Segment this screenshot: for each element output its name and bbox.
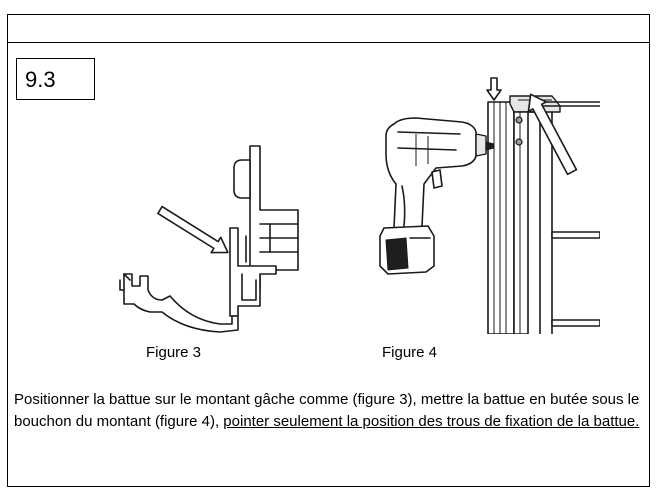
figure-4-caption: Figure 4 bbox=[382, 344, 438, 361]
step-number-box: 9.3 bbox=[16, 58, 95, 100]
instruction-text: Positionner la battue sur le montant gâc… bbox=[14, 389, 644, 433]
figure-4-illustration bbox=[379, 77, 600, 334]
figure-3-caption: Figure 3 bbox=[146, 344, 202, 361]
step-number: 9.3 bbox=[25, 67, 56, 92]
header-frame bbox=[7, 14, 650, 43]
instruction-text-underlined: pointer seulement la position des trous … bbox=[223, 413, 640, 430]
instruction-text-main: Positionner la battue sur le montant gâc… bbox=[14, 391, 640, 430]
content-frame bbox=[7, 42, 650, 487]
figure-3-illustration bbox=[119, 145, 299, 333]
